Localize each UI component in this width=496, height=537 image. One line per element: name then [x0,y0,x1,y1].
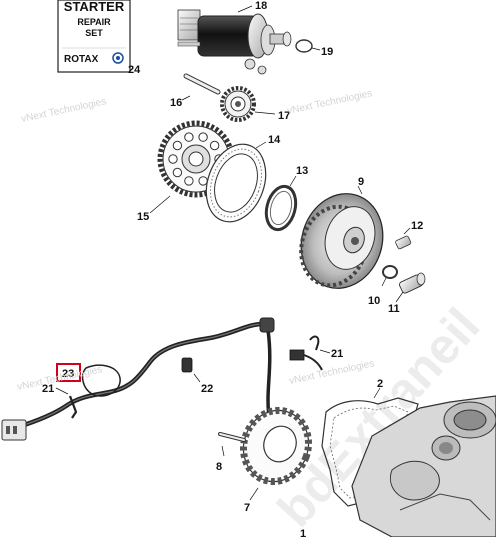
gear-hole [184,176,194,186]
o-ring-19[interactable] [295,39,313,53]
repair-kit-line3: SET [85,28,103,38]
callout-23[interactable]: 23 [62,368,74,380]
callout-14[interactable]: 14 [268,134,281,146]
crankcase-cover[interactable] [351,395,496,537]
gear-hole [172,140,183,151]
flywheel-rotor-9[interactable] [289,183,395,299]
tie-strap-21-left[interactable] [68,395,78,419]
gear-hole [168,154,178,164]
harness-grommet[interactable] [259,317,275,333]
gear-hole [209,140,220,151]
idler-gear-17[interactable] [220,86,256,122]
callout-7[interactable]: 7 [244,502,250,514]
repair-kit-card[interactable]: STARTER REPAIR SET ROTAX [57,0,131,73]
watermark-text-3: vNext Technologies [16,364,103,393]
callout-12[interactable]: 12 [411,220,423,232]
callout-22[interactable]: 22 [201,383,213,395]
repair-kit-title: STARTER [64,0,125,14]
callout-21-right[interactable]: 21 [331,348,343,360]
callout-8[interactable]: 8 [216,461,222,473]
repair-kit-brand: ROTAX [64,54,99,65]
callout-18[interactable]: 18 [255,0,267,12]
harness-clip-22[interactable] [181,357,193,373]
callout-11[interactable]: 11 [388,303,400,315]
sleeve-11[interactable] [398,272,426,294]
callout-17[interactable]: 17 [278,110,290,122]
watermark-text-1: vNext Technologies [20,96,107,125]
gasket-2[interactable] [321,397,419,507]
flywheel-bolt-12[interactable] [395,235,412,250]
callout-15[interactable]: 15 [137,211,149,223]
callout-24-label[interactable]: 24 [128,64,141,76]
spacer-ring-13[interactable] [262,183,300,233]
stator-screw-8[interactable] [218,432,246,442]
sprag-clutch-14[interactable] [196,136,276,230]
gear-hole [198,132,208,142]
stator-7[interactable] [234,401,319,491]
gear-hole [184,132,194,142]
callout-9[interactable]: 9 [358,176,364,188]
gear-hole [198,176,208,186]
callout-21-left[interactable]: 21 [42,383,54,395]
tie-strap-21-right[interactable] [289,335,323,371]
callout-19[interactable]: 19 [321,46,333,58]
repair-kit-line2: REPAIR [77,17,111,27]
callout-16[interactable]: 16 [170,97,182,109]
callout-2[interactable]: 2 [377,378,383,390]
callout-13[interactable]: 13 [296,165,308,177]
washer-10[interactable] [382,265,398,279]
callout-1[interactable]: 1 [300,528,306,537]
starter-motor[interactable] [177,9,292,75]
highlight-box-23[interactable] [56,363,81,382]
callout-10[interactable]: 10 [368,295,380,307]
gear-hole [172,167,183,178]
harness-connector[interactable] [1,419,27,441]
watermark-text-2: vNext Technologies [286,88,373,117]
shaft-pin-16[interactable] [183,73,221,95]
watermark-text-4: vNext Technologies [288,358,375,387]
